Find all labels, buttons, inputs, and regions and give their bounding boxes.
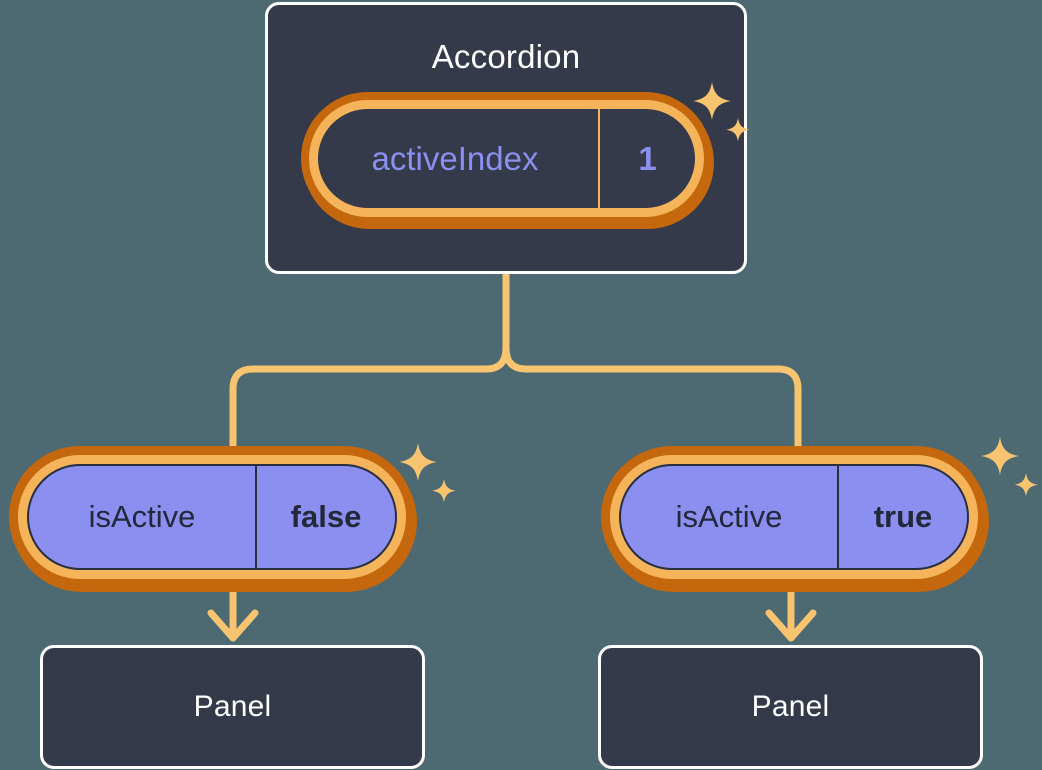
prop-pill-isactive-false-key: isActive bbox=[29, 466, 257, 568]
prop-pill-isactive-false-value: false bbox=[290, 499, 362, 534]
arrowhead-left bbox=[207, 609, 259, 642]
arrowhead-right bbox=[765, 609, 817, 642]
state-pill-activeindex-key: activeIndex bbox=[318, 109, 600, 208]
edge-accordion-to-left bbox=[229, 344, 510, 459]
accordion-title: Accordion bbox=[431, 38, 581, 75]
prop-pill-isactive-true-value: true bbox=[873, 499, 933, 534]
panel-left-title: Panel bbox=[193, 690, 272, 723]
prop-pill-isactive-true-key: isActive bbox=[621, 466, 839, 568]
component-node-panel-left[interactable]: Panel bbox=[40, 645, 425, 769]
edge-accordion-to-right bbox=[502, 344, 802, 459]
sparkles-icon bbox=[399, 443, 456, 503]
prop-pill-isactive-false[interactable]: isActive false bbox=[18, 455, 406, 579]
state-pill-activeindex-value: 1 bbox=[638, 139, 657, 177]
prop-pill-isactive-true[interactable]: isActive true bbox=[610, 455, 978, 579]
state-pill-activeindex[interactable]: activeIndex 1 bbox=[309, 100, 704, 217]
component-node-panel-right[interactable]: Panel bbox=[598, 645, 983, 769]
panel-right-title: Panel bbox=[751, 690, 830, 723]
sparkles-icon bbox=[981, 437, 1038, 497]
